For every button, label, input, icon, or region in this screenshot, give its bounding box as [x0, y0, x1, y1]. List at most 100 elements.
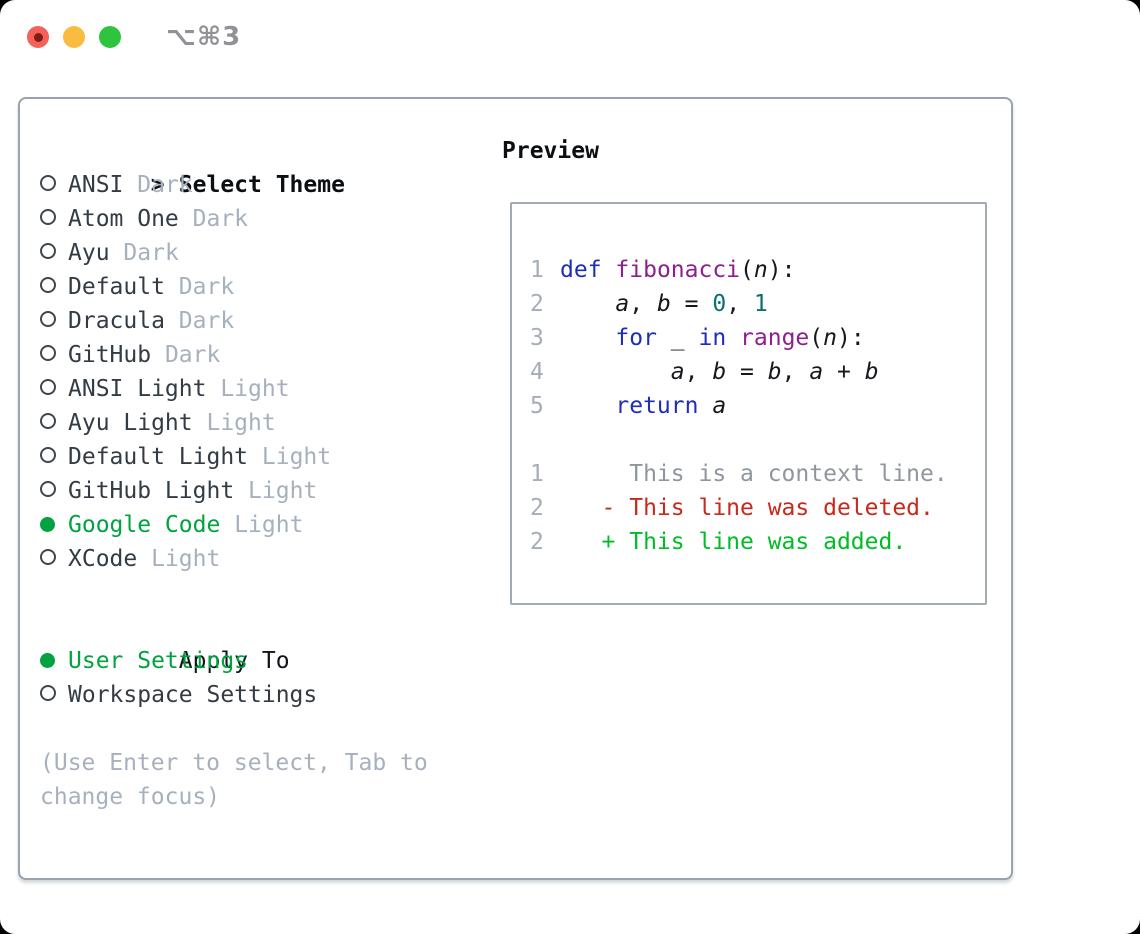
code-text: a, b = 0, 1 [560, 287, 768, 321]
line-number: 5 [530, 393, 544, 419]
token-pln: _ [656, 325, 699, 351]
selection-caret-icon: > [150, 172, 165, 198]
theme-name: Ayu Light [68, 410, 193, 436]
help-text-line2: change focus) [40, 784, 221, 810]
preview-header: Preview [502, 138, 599, 164]
maximize-button[interactable] [99, 26, 121, 48]
token-pln: , [726, 291, 754, 317]
diff-preview: 1 This is a context line. 2 - This line w… [530, 457, 971, 559]
radio-icon [40, 474, 68, 508]
theme-option-default-dark[interactable]: Default Dark [40, 270, 428, 304]
token-typ: range [740, 325, 810, 351]
token-var: a [712, 393, 727, 419]
window-title: ⌥⌘3 [166, 22, 242, 52]
theme-name: Default Light [68, 444, 249, 470]
apply-option-workspace-settings[interactable]: Workspace Settings [40, 678, 428, 712]
close-button[interactable] [27, 26, 49, 48]
radio-icon [40, 202, 68, 236]
diff-text: + This line was added. [560, 529, 907, 555]
theme-variant-badge: Dark [137, 172, 193, 198]
radio-selected-icon [40, 508, 68, 542]
token-pln [560, 325, 615, 351]
theme-option-dracula-dark[interactable]: Dracula Dark [40, 304, 428, 338]
code-line: 4 a, b = b, a + b [530, 355, 971, 389]
diff-line-added: 2 + This line was added. [530, 525, 971, 559]
spacer [530, 423, 971, 457]
theme-variant-badge: Dark [164, 342, 221, 368]
theme-variant-badge: Dark [123, 240, 179, 266]
token-typ: fibonacci [615, 257, 741, 283]
code-line: 2 a, b = 0, 1 [530, 287, 971, 321]
theme-option-default-light-light[interactable]: Default Light Light [40, 440, 428, 474]
token-var: b [712, 359, 727, 385]
token-pln: , [629, 291, 657, 317]
minimize-button[interactable] [63, 26, 85, 48]
theme-name: Default [68, 274, 165, 300]
theme-variant-badge: Light [261, 444, 332, 470]
radio-icon [40, 304, 68, 338]
line-number: 1 [530, 461, 544, 487]
radio-icon [40, 678, 68, 712]
token-kwd: in [698, 325, 727, 351]
token-var: a [809, 359, 824, 385]
theme-name: XCode [68, 546, 138, 572]
code-line: 5 return a [530, 389, 971, 423]
token-pln: ( [809, 325, 824, 351]
help-text-line1: (Use Enter to select, Tab to [40, 750, 428, 776]
code-text: for _ in range(n): [560, 321, 864, 355]
theme-variant-badge: Light [234, 512, 304, 538]
radio-icon [40, 440, 68, 474]
token-kwd: for [615, 325, 657, 351]
radio-icon [40, 338, 68, 372]
radio-icon [40, 406, 68, 440]
theme-variant-badge: Dark [178, 274, 235, 300]
radio-icon [40, 270, 68, 304]
token-lit: 1 [753, 291, 768, 317]
theme-name: GitHub [68, 342, 152, 368]
theme-variant-badge: Dark [178, 308, 235, 334]
apply-option-user-settings[interactable]: User Settings [40, 644, 428, 678]
diff-line-deleted: 2 - This line was deleted. [530, 491, 971, 525]
theme-name: Atom One [68, 206, 179, 232]
token-pln: , [781, 359, 810, 385]
theme-option-atom-one-dark[interactable]: Atom One Dark [40, 202, 428, 236]
line-number: 1 [530, 257, 544, 283]
radio-icon [40, 236, 68, 270]
token-pln: = [726, 359, 768, 385]
theme-option-ayu-dark[interactable]: Ayu Dark [40, 236, 428, 270]
spacer [40, 576, 428, 610]
token-var: a [670, 359, 685, 385]
select-theme-header-row: >Select Theme [40, 134, 428, 198]
theme-option-github-dark[interactable]: GitHub Dark [40, 338, 428, 372]
token-var: a [615, 291, 630, 317]
theme-variant-badge: Dark [192, 206, 249, 232]
token-kwd: def [560, 257, 602, 283]
theme-name: ANSI [68, 172, 124, 198]
unsaved-dot-icon [33, 32, 43, 42]
token-pln [560, 359, 671, 385]
theme-option-ansi-dark[interactable]: ANSI Dark [40, 168, 428, 202]
diff-text: This is a context line. [560, 461, 948, 487]
theme-name: Ayu [68, 240, 110, 266]
token-pln [602, 257, 616, 283]
apply-to-header-row: Apply To [40, 610, 428, 674]
radio-icon [40, 168, 68, 202]
apply-option-label: User Settings [68, 648, 249, 674]
token-var: n [823, 325, 838, 351]
diff-text: - This line was deleted. [560, 495, 934, 521]
token-pln [560, 393, 615, 419]
token-pln [726, 325, 740, 351]
code-text: def fibonacci(n): [560, 253, 795, 287]
code-line: 1 def fibonacci(n): [530, 253, 971, 287]
token-var: b [864, 359, 879, 385]
theme-name: Dracula [68, 308, 165, 334]
